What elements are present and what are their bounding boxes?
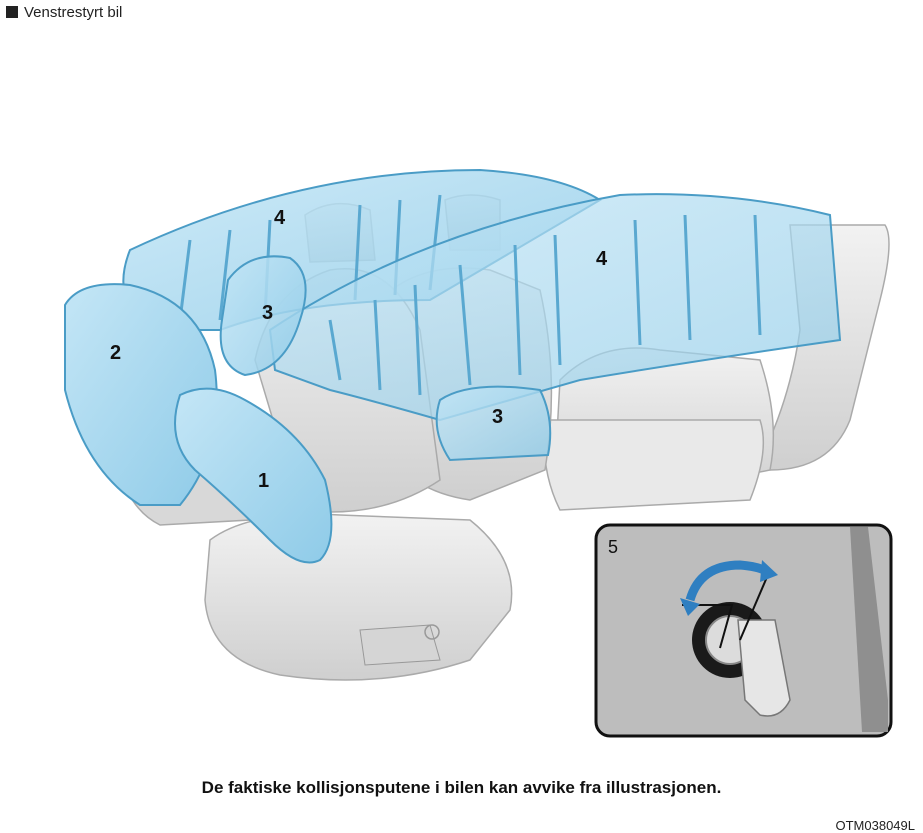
callout-3-passenger: 3 xyxy=(492,406,503,428)
disclaimer-caption: De faktiske kollisjonsputene i bilen kan… xyxy=(0,778,923,798)
callout-5: 5 xyxy=(608,537,618,557)
inset-airbag-switch: 5 xyxy=(596,525,891,736)
callout-1: 1 xyxy=(258,470,269,492)
callout-4-left: 4 xyxy=(274,207,286,229)
callout-2: 2 xyxy=(110,342,121,364)
callout-3-driver: 3 xyxy=(262,302,273,324)
callout-4-right: 4 xyxy=(596,248,608,270)
figure-code: OTM038049L xyxy=(836,818,916,833)
